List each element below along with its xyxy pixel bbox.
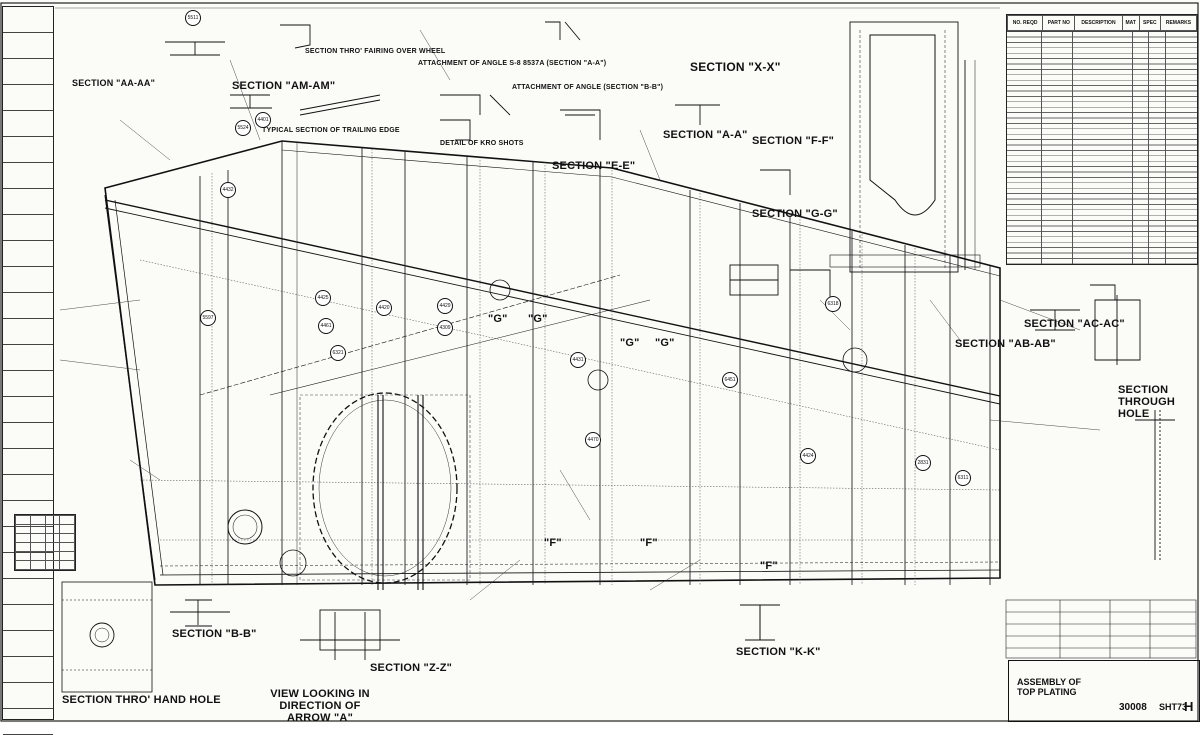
angle-attachment-label-1: ATTACHMENT OF ANGLE S-8 8537A (SECTION "… [418, 60, 607, 67]
part-bubble: 5597 [200, 310, 216, 326]
header-mat: MAT [1121, 15, 1140, 31]
part-bubble: 4461 [318, 318, 334, 334]
header-description: DESCRIPTION [1074, 15, 1123, 31]
part-bubble: 6321 [330, 345, 346, 361]
trailing-edge-label: TYPICAL SECTION OF TRAILING EDGE [262, 127, 400, 134]
section-through-hole-label: SECTION THROUGH HOLE [1118, 384, 1176, 420]
title-line-2: TOP PLATING [1017, 687, 1077, 697]
section-am-am-label: SECTION "AM-AM" [232, 80, 336, 92]
part-bubble: 6451 [722, 372, 738, 388]
section-xx-label: SECTION "X-X" [690, 60, 781, 74]
section-ee-label: SECTION "E-E" [552, 160, 636, 172]
parts-list-table: NO. REQD PART NO DESCRIPTION MAT SPEC RE… [1006, 14, 1198, 265]
part-bubble: 4431 [570, 352, 586, 368]
parts-list-rows [1007, 31, 1197, 264]
section-ac-ac-label: SECTION "AC-AC" [1024, 318, 1125, 330]
view-arrow-a-label: VIEW LOOKING IN DIRECTION OF ARROW "A" [270, 688, 370, 724]
section-zz-label: SECTION "Z-Z" [370, 662, 453, 674]
part-bubble: 4470 [585, 432, 601, 448]
section-ab-ab-label: SECTION "AB-AB" [955, 338, 1056, 350]
part-bubble: 5524 [235, 120, 251, 136]
drawing-title: ASSEMBLY OF TOP PLATING [1017, 677, 1081, 697]
part-bubble: 4424 [800, 448, 816, 464]
view-f-label-2: "F" [640, 537, 658, 549]
title-line-1: ASSEMBLY OF [1017, 677, 1082, 687]
view-f-label-3: "F" [760, 560, 778, 572]
view-g-label-1: "G" [488, 313, 508, 325]
header-part-no: PART NO [1042, 15, 1076, 31]
section-bb-label: SECTION "B-B" [172, 628, 257, 640]
angle-attachment-label-2: ATTACHMENT OF ANGLE (SECTION "B-B") [512, 84, 664, 91]
revision-column [2, 6, 54, 735]
section-aa-aa-label: SECTION "AA-AA" [72, 78, 156, 88]
section-gg-label: SECTION "G-G" [752, 208, 838, 220]
section-hand-hole-label: SECTION THRO' HAND HOLE [62, 694, 221, 706]
parts-list-header-row: NO. REQD PART NO DESCRIPTION MAT SPEC RE… [1006, 15, 1198, 31]
view-g-label-4: "G" [655, 337, 675, 349]
part-bubble: 4429 [437, 298, 453, 314]
view-f-label-1: "F" [544, 537, 562, 549]
header-no-reqd: NO. REQD [1006, 15, 1044, 31]
title-block: ASSEMBLY OF TOP PLATING 30008 SHT73 H [1008, 660, 1200, 722]
section-ff-label: SECTION "F-F" [752, 135, 835, 147]
part-bubble: 4420 [376, 300, 392, 316]
bend-table [14, 514, 76, 571]
part-bubble: 6311 [955, 470, 971, 486]
sheet-number: SHT73 [1159, 702, 1188, 712]
part-bubble: 4425 [315, 290, 331, 306]
part-bubble: 2831 [915, 455, 931, 471]
kro-detail-label: DETAIL OF KRO SHOTS [440, 140, 524, 147]
part-bubble: 5511 [185, 10, 201, 26]
view-g-label-2: "G" [528, 313, 548, 325]
section-fairing-label: SECTION THRO' FAIRING OVER WHEEL [305, 48, 446, 55]
part-bubble: 4309 [437, 320, 453, 336]
drawing-number: 30008 [1119, 702, 1147, 713]
header-remarks: REMARKS [1159, 15, 1198, 31]
section-kk-label: SECTION "K-K" [736, 646, 821, 658]
section-aa-label: SECTION "A-A" [663, 129, 748, 141]
view-g-label-3: "G" [620, 337, 640, 349]
revision-letter: H [1184, 699, 1194, 714]
part-bubble: 4401 [255, 112, 271, 128]
part-bubble: 6318 [825, 296, 841, 312]
part-bubble: 4432 [220, 182, 236, 198]
header-spec: SPEC [1138, 15, 1161, 31]
